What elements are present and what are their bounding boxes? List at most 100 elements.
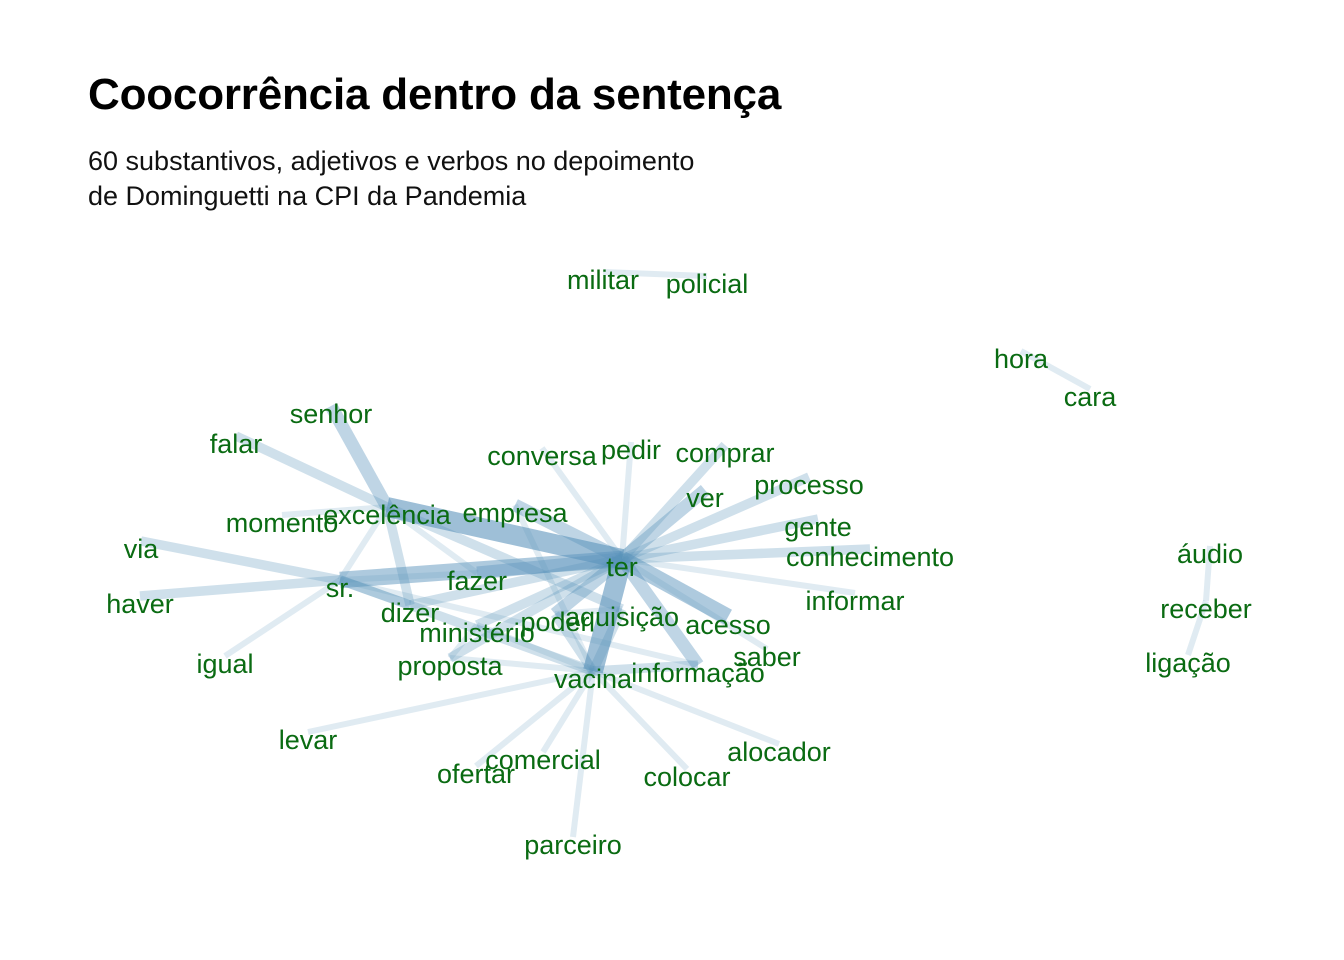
node-label-dizer: dizer <box>381 598 440 628</box>
subtitle-line-2: de Dominguetti na CPI da Pandemia <box>88 181 527 211</box>
network-edges <box>139 269 1213 838</box>
edge-ter-dizer <box>408 554 624 610</box>
edge-militar-policial <box>602 269 708 279</box>
edge-ter-conversa <box>539 446 625 561</box>
edge-vacina-parceiro <box>570 670 596 838</box>
edge-ter-vacina <box>583 556 632 674</box>
edge-excelencia-momento <box>281 504 388 518</box>
node-label-haver: haver <box>106 589 174 619</box>
edge-vacina-poder <box>551 611 597 674</box>
node-label-colocar: colocar <box>643 762 730 792</box>
edge-vacina-ofertar <box>474 668 595 769</box>
edge-ter-fazer <box>476 552 623 580</box>
node-label-saber: saber <box>733 642 801 672</box>
edge-sr-informacao <box>339 577 699 668</box>
edge-ministerio-proposta <box>447 623 480 660</box>
edge-ter-gente <box>621 514 819 564</box>
chart-subtitle: 60 substantivos, adjetivos e verbos no d… <box>88 144 694 214</box>
node-label-informar: informar <box>805 586 904 616</box>
edge-vacina-alocador <box>591 668 781 747</box>
node-label-fazer: fazer <box>447 566 507 596</box>
node-label-policial: policial <box>666 269 749 299</box>
node-label-hora: hora <box>994 344 1049 374</box>
node-label-levar: levar <box>279 725 338 755</box>
edge-excelencia-dizer <box>382 505 415 607</box>
node-label-conversa: conversa <box>487 441 598 471</box>
node-label-comercial: comercial <box>485 745 601 775</box>
node-label-senhor: senhor <box>290 399 373 429</box>
edge-ter-ver <box>617 485 710 564</box>
edge-excelencia-sr <box>337 505 390 582</box>
edge-receber-ligacao <box>1185 600 1209 656</box>
edge-ter-pedir <box>619 441 634 560</box>
subtitle-line-1: 60 substantivos, adjetivos e verbos no d… <box>88 146 695 176</box>
edge-excelencia-fazer <box>385 504 479 576</box>
edge-vacina-comercial <box>540 669 596 754</box>
node-label-ter: ter <box>606 552 638 582</box>
edge-ter-acesso <box>618 551 732 625</box>
node-label-pedir: pedir <box>601 435 661 465</box>
node-label-cara: cara <box>1064 382 1118 412</box>
edge-ter-sr <box>339 550 623 589</box>
node-label-ofertar: ofertar <box>437 759 515 789</box>
edge-excelencia-aquisicao <box>385 502 624 614</box>
edge-audio-receber <box>1203 545 1213 602</box>
node-label-processo: processo <box>754 470 864 500</box>
edge-ter-saber <box>620 556 769 652</box>
node-label-via: via <box>124 534 159 564</box>
node-label-aquisicao: aquisição <box>565 602 679 632</box>
edge-vacina-levar <box>307 668 594 735</box>
edge-ter-processo <box>620 472 811 564</box>
node-label-proposta: proposta <box>397 651 503 681</box>
node-label-ver: ver <box>686 483 724 513</box>
edge-vacina-empresa <box>512 503 596 673</box>
edge-hora-cara <box>1019 348 1092 392</box>
edge-aquisicao-poder <box>554 606 623 617</box>
node-label-igual: igual <box>196 649 253 679</box>
edge-ter-poder <box>550 553 627 620</box>
edge-ter-informacao <box>616 555 704 669</box>
node-label-militar: militar <box>567 265 639 295</box>
chart-title: Coocorrência dentro da sentença <box>88 70 782 119</box>
edge-ter-excelencia <box>384 497 625 569</box>
edge-sr-via <box>140 536 341 585</box>
node-label-audio: áudio <box>1177 539 1243 569</box>
edge-ter-proposta <box>447 554 625 663</box>
edge-sr-haver <box>139 575 341 601</box>
node-label-informacao: informação <box>631 658 765 688</box>
network-node-labels: militar policial hora cara senhor falar conver… <box>106 265 1252 860</box>
edge-ter-ministerio <box>475 554 624 630</box>
edge-ter-empresa <box>512 499 625 565</box>
node-label-ligacao: ligação <box>1145 648 1231 678</box>
edge-excelencia-senhor <box>325 402 393 511</box>
node-label-conhecimento: conhecimento <box>786 542 954 572</box>
node-label-comprar: comprar <box>675 438 774 468</box>
edge-sr-fazer <box>339 570 478 583</box>
edge-vacina-ministerio <box>475 622 595 674</box>
node-label-parceiro: parceiro <box>524 830 622 860</box>
edge-vacina-colocar <box>590 668 690 772</box>
edge-sr-igual <box>223 577 342 659</box>
node-label-empresa: empresa <box>462 498 568 528</box>
edge-vacina-informacao <box>592 660 699 676</box>
edge-vacina-proposta <box>449 655 594 674</box>
node-label-ministerio: ministério <box>419 618 535 648</box>
node-label-falar: falar <box>210 429 263 459</box>
edge-ter-conhecimento <box>621 544 871 564</box>
node-label-gente: gente <box>784 512 852 542</box>
node-label-momento: momento <box>226 508 339 538</box>
edge-vacina-aquisicao <box>588 606 627 674</box>
node-label-sr: sr. <box>326 573 355 603</box>
edge-sr-vacina <box>338 575 595 676</box>
node-label-poder: poder <box>520 607 589 637</box>
node-label-vacina: vacina <box>554 664 633 694</box>
node-label-alocador: alocador <box>727 737 831 767</box>
node-label-excelencia: excelência <box>323 500 452 530</box>
edge-sr-dizer <box>338 575 412 610</box>
edge-excelencia-falar <box>233 431 390 512</box>
node-label-acesso: acesso <box>685 610 771 640</box>
edge-ter-informar <box>621 556 856 596</box>
edge-ter-comprar <box>618 441 729 563</box>
node-label-receber: receber <box>1160 594 1252 624</box>
